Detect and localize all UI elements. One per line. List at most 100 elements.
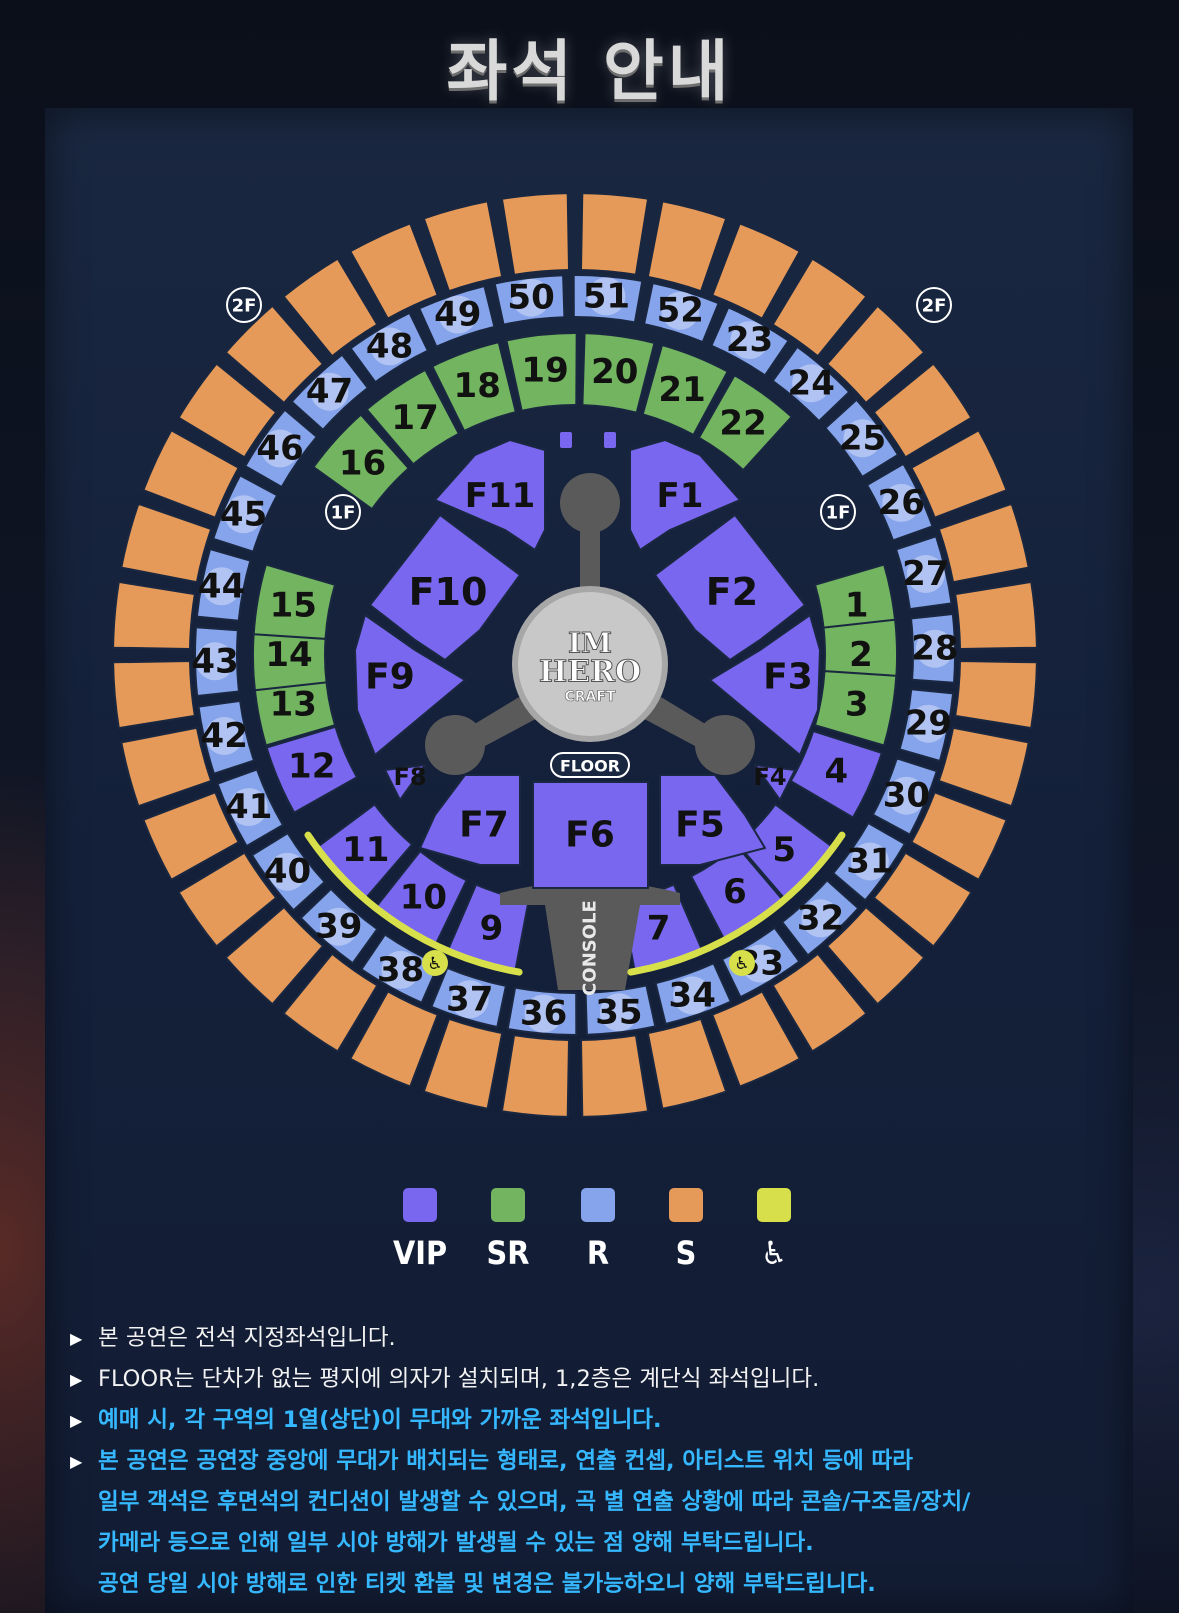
section-r-32[interactable] — [780, 878, 860, 957]
section-17[interactable] — [365, 368, 461, 466]
section-r-37[interactable] — [430, 966, 508, 1029]
section-12[interactable] — [265, 725, 359, 814]
section-s-block[interactable] — [349, 990, 439, 1088]
section-s-block[interactable] — [910, 791, 1008, 881]
section-f1[interactable] — [629, 439, 741, 551]
section-s-block[interactable] — [224, 906, 324, 1006]
svg-text:FLOOR: FLOOR — [560, 757, 620, 776]
section-f4[interactable] — [754, 764, 796, 801]
section-r-46[interactable] — [243, 408, 319, 489]
section-r-24[interactable] — [771, 345, 851, 423]
section-s-block[interactable] — [177, 362, 278, 459]
section-f10[interactable] — [369, 514, 521, 661]
section-s-block[interactable] — [112, 580, 196, 650]
section-s-block[interactable] — [872, 851, 973, 948]
level-2f-badge-left: 2F — [226, 287, 262, 323]
section-s-block[interactable] — [500, 1034, 570, 1118]
section-20[interactable] — [581, 332, 656, 414]
section-f3[interactable] — [709, 614, 821, 756]
notice-item: ▶본 공연은 전석 지정좌석입니다. — [68, 1318, 1128, 1359]
section-r-50[interactable] — [493, 274, 566, 326]
section-s-block[interactable] — [711, 990, 801, 1088]
section-19[interactable] — [505, 331, 578, 412]
section-s-block[interactable] — [771, 257, 868, 358]
section-f11[interactable] — [434, 439, 546, 551]
section-r-49[interactable] — [417, 284, 496, 349]
section-s-block[interactable] — [142, 791, 240, 881]
section-s-block[interactable] — [282, 257, 379, 358]
section-f7[interactable] — [419, 774, 521, 866]
section-f2[interactable] — [654, 514, 806, 661]
section-label-47: 47 — [306, 372, 353, 412]
section-s-block[interactable] — [422, 200, 504, 293]
section-s-block[interactable] — [646, 200, 728, 293]
section-22[interactable] — [697, 373, 794, 472]
section-r-25[interactable] — [823, 398, 900, 479]
section-s-block[interactable] — [954, 660, 1038, 730]
section-r-36[interactable] — [506, 986, 578, 1037]
section-r-26[interactable] — [865, 462, 934, 542]
section-label-25: 25 — [839, 418, 886, 458]
section-s-block[interactable] — [711, 222, 801, 320]
section-r-52[interactable] — [642, 281, 720, 344]
section-r-35[interactable] — [584, 984, 657, 1036]
section-18[interactable] — [430, 340, 518, 433]
section-4[interactable] — [789, 729, 884, 819]
section-3[interactable] — [813, 670, 898, 747]
section-r-47[interactable] — [290, 353, 370, 432]
section-s-block[interactable] — [224, 304, 324, 404]
section-r-27[interactable] — [894, 535, 953, 611]
section-label-f2: F2 — [706, 570, 758, 614]
section-r-44[interactable] — [195, 547, 252, 622]
section-label-f3: F3 — [763, 657, 813, 698]
section-s-block[interactable] — [580, 192, 650, 276]
section-s-block[interactable] — [120, 726, 213, 808]
section-r-30[interactable] — [871, 757, 939, 836]
section-s-block[interactable] — [142, 429, 240, 519]
notice-list: ▶본 공연은 전석 지정좌석입니다.▶FLOOR는 단차가 없는 평지에 의자가… — [68, 1318, 1128, 1605]
section-s-block[interactable] — [112, 660, 196, 730]
section-r-45[interactable] — [211, 474, 279, 553]
section-r-42[interactable] — [197, 699, 256, 775]
section-s-block[interactable] — [872, 362, 973, 459]
section-s-block[interactable] — [910, 429, 1008, 519]
section-label-bg — [202, 567, 241, 606]
section-s-block[interactable] — [120, 502, 213, 584]
section-s-block[interactable] — [500, 192, 570, 276]
section-r-33[interactable] — [720, 926, 801, 999]
section-r-34[interactable] — [654, 961, 733, 1026]
section-r-48[interactable] — [349, 311, 430, 384]
section-s-block[interactable] — [282, 952, 379, 1053]
section-f9[interactable] — [354, 614, 466, 756]
section-s-block[interactable] — [826, 906, 926, 1006]
section-s-block[interactable] — [349, 222, 439, 320]
legend-label: VIP — [392, 1234, 448, 1272]
section-s-block[interactable] — [422, 1017, 504, 1110]
section-r-28[interactable] — [909, 612, 957, 684]
section-s-block[interactable] — [580, 1034, 650, 1118]
section-label-bg — [370, 327, 409, 366]
section-r-23[interactable] — [710, 305, 790, 377]
legend-item: ♿ — [734, 1188, 814, 1272]
section-r-43[interactable] — [193, 626, 241, 698]
section-s-block[interactable] — [937, 726, 1030, 808]
section-s-block[interactable] — [826, 304, 926, 404]
section-f6[interactable] — [532, 781, 649, 889]
section-s-block[interactable] — [954, 580, 1038, 650]
section-s-block[interactable] — [771, 952, 868, 1053]
section-s-block[interactable] — [646, 1017, 728, 1110]
section-r-51[interactable] — [572, 273, 644, 324]
section-s-block[interactable] — [937, 502, 1030, 584]
section-s-block[interactable] — [177, 851, 278, 948]
section-15[interactable] — [252, 563, 337, 640]
section-r-40[interactable] — [250, 831, 327, 912]
section-r-31[interactable] — [831, 821, 907, 902]
section-f5[interactable] — [659, 774, 766, 866]
section-16[interactable] — [312, 413, 411, 511]
section-r-41[interactable] — [216, 768, 285, 848]
section-f8[interactable] — [384, 764, 426, 801]
section-r-29[interactable] — [898, 688, 955, 763]
section-21[interactable] — [641, 343, 730, 437]
section-r-39[interactable] — [299, 887, 379, 965]
